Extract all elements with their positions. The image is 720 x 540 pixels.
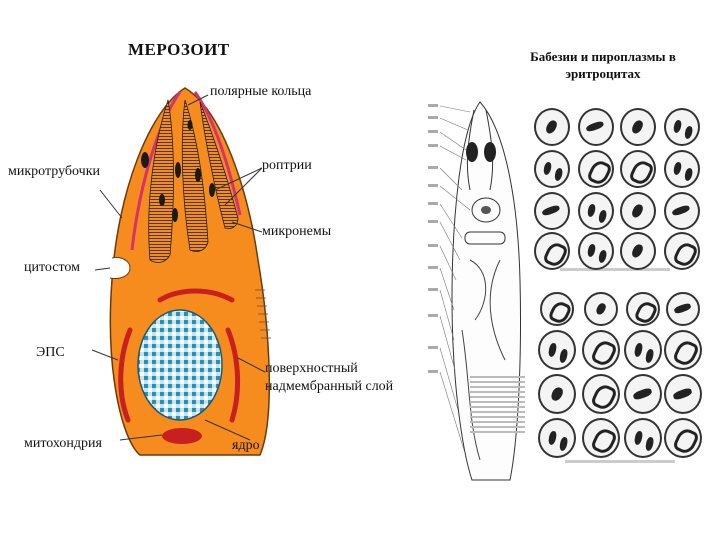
- erythrocyte: [664, 192, 700, 230]
- erythrocyte: [624, 418, 662, 458]
- label-cytostome: цитостом: [24, 260, 81, 275]
- surface-ticks: [255, 289, 271, 339]
- babesia-title: Бабезии и пироплазмы в эритроцитах: [530, 49, 676, 81]
- merozoite-title: МЕРОЗОИТ: [128, 40, 230, 59]
- microneme-6: [159, 194, 165, 206]
- erythrocyte: [534, 192, 570, 230]
- erythrocyte: [626, 292, 660, 326]
- erythrocyte: [584, 292, 618, 326]
- erythrocyte: [664, 330, 702, 370]
- eps-left: [118, 327, 133, 423]
- erythrocyte: [578, 108, 614, 146]
- erythrocyte: [582, 330, 620, 370]
- erythrocyte: [578, 150, 614, 188]
- microneme-7: [187, 120, 193, 130]
- microneme-4: [209, 183, 215, 197]
- polar-ring-left: [130, 91, 182, 251]
- polar-ring-right: [193, 91, 242, 216]
- erythrocyte: [664, 150, 700, 188]
- eps-right: [225, 327, 241, 423]
- eps-top: [157, 288, 235, 303]
- erythrocyte: [664, 108, 700, 146]
- erythrocyte: [620, 108, 656, 146]
- erythrocyte: [534, 232, 570, 270]
- erythrocyte: [624, 330, 662, 370]
- erythrocyte: [664, 418, 702, 458]
- cytostome: [109, 257, 131, 279]
- erythrocyte: [538, 374, 576, 414]
- microneme-2: [175, 162, 181, 178]
- mitochondrion: [162, 428, 202, 444]
- label-microtubules: микротрубочки: [8, 164, 100, 179]
- microneme-1: [141, 152, 149, 168]
- erythrocyte: [538, 330, 576, 370]
- erythrocyte: [578, 232, 614, 270]
- label-nucleus: ядро: [232, 438, 260, 453]
- erythrocyte: [578, 192, 614, 230]
- label-mitochondria: митохондрия: [24, 436, 102, 451]
- erythrocyte: [582, 418, 620, 458]
- label-surface-layer: поверхностный надмембранный слой: [265, 361, 394, 394]
- erythrocyte: [538, 418, 576, 458]
- erythrocyte: [582, 374, 620, 414]
- erythrocyte: [620, 150, 656, 188]
- nucleus: [137, 309, 223, 421]
- label-eps: ЭПС: [36, 345, 65, 360]
- label-rhoptries: роптрии: [262, 158, 312, 173]
- label-polar-rings: полярные кольца: [210, 84, 312, 99]
- erythrocyte: [540, 292, 574, 326]
- rhoptry-3: [199, 101, 239, 229]
- erythrocyte: [664, 232, 700, 270]
- microneme-3: [195, 168, 201, 182]
- rhoptry-1: [148, 99, 174, 263]
- erythrocyte: [664, 374, 702, 414]
- erythrocyte: [534, 150, 570, 188]
- erythrocyte: [666, 292, 700, 326]
- erythrocyte: [620, 192, 656, 230]
- erythrocyte: [620, 232, 656, 270]
- label-micronemes: микронемы: [262, 224, 332, 239]
- erythrocyte: [534, 108, 570, 146]
- microneme-5: [172, 208, 178, 222]
- erythrocyte: [624, 374, 662, 414]
